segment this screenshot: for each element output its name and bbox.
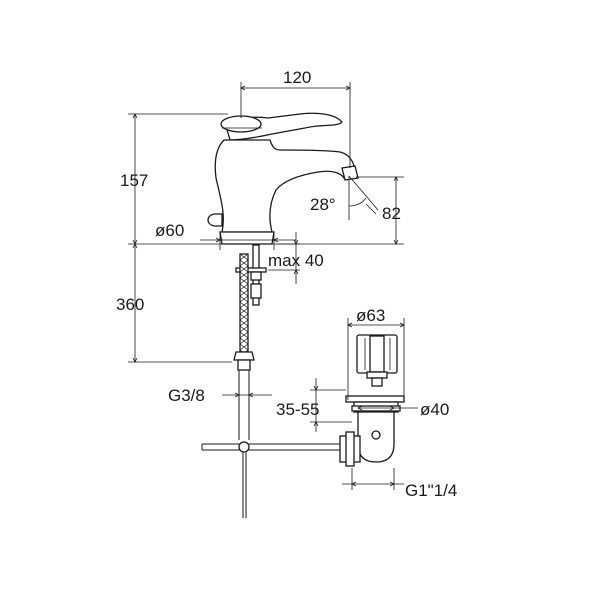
dim-35-55: 35-55 — [276, 400, 319, 419]
flex-hose — [239, 253, 249, 357]
dim-max40: max 40 — [268, 251, 324, 270]
mounting-assembly — [201, 244, 340, 518]
dim-o63: ø63 — [356, 306, 385, 325]
dimension-labels: 120 157 28° 82 ø60 max 40 360 G3/8 ø63 3… — [116, 68, 457, 500]
dimension-lines — [128, 82, 418, 490]
dim-360: 360 — [116, 295, 144, 314]
dim-o60: ø60 — [155, 221, 184, 240]
dim-o40: ø40 — [420, 400, 449, 419]
dim-82: 82 — [382, 204, 401, 223]
dim-120: 120 — [283, 68, 311, 87]
faucet-body — [207, 112, 359, 245]
drain-assembly — [339, 334, 405, 467]
dim-g1-1-4: G1"1/4 — [405, 481, 457, 500]
dim-157: 157 — [120, 171, 148, 190]
dim-g38: G3/8 — [168, 386, 205, 405]
dim-28-degrees: 28° — [310, 195, 336, 214]
